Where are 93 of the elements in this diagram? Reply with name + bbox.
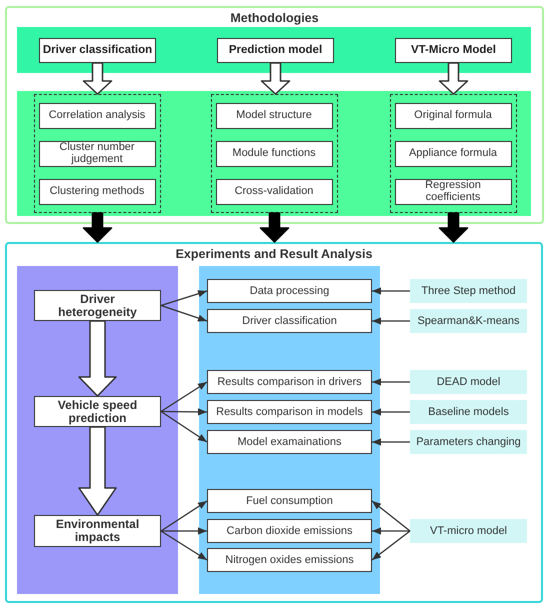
dashed-group [211, 94, 338, 213]
stage-text: Driver heterogeneity [57, 292, 138, 318]
section-title: Methodologies [230, 11, 319, 26]
method-tag [410, 370, 527, 394]
process-text: Regression coefficients [424, 180, 482, 203]
arrow [160, 290, 208, 306]
tag-text: DEAD model [436, 376, 500, 388]
hollow-arrow [260, 62, 290, 95]
result-box [207, 430, 372, 454]
arrow [372, 527, 410, 535]
tag-text: Parameters changing [416, 436, 521, 448]
process-text: Module functions [232, 148, 316, 160]
heading-text: VT-Micro Model [411, 44, 496, 57]
result-text: Fuel consumption [246, 494, 333, 508]
result-box [207, 370, 372, 394]
arrow [372, 500, 410, 532]
result-text: Results comparison in models [216, 406, 363, 418]
arrow [161, 408, 207, 416]
arrow [160, 304, 208, 322]
result-text: Data processing [250, 284, 330, 298]
process-box [38, 140, 156, 166]
result-text: Model examainations [238, 436, 342, 448]
stage-box [34, 396, 161, 427]
method-tag [410, 519, 527, 543]
process-box [38, 178, 156, 204]
hollow-arrow [82, 62, 112, 95]
arrow [372, 438, 410, 446]
process-box [216, 102, 332, 128]
arrow [160, 500, 208, 532]
heading-box [39, 38, 156, 63]
arrow [372, 408, 410, 416]
result-text: Carbon dioxide emissions [226, 524, 352, 538]
heading-text: Prediction model [228, 44, 322, 57]
process-box [394, 178, 512, 204]
result-text: Results comparison in drivers [217, 376, 362, 388]
method-tag [410, 309, 527, 333]
heading-box [395, 38, 512, 63]
result-box [207, 489, 372, 513]
section-title: Experiments and Result Analysis [176, 247, 372, 262]
result-box [207, 309, 372, 333]
block-arrow [82, 212, 112, 243]
hollow-arrow [438, 62, 468, 95]
process-box [38, 102, 156, 128]
arrow [372, 287, 410, 295]
process-text: Original formula [414, 110, 492, 122]
dashed-group [390, 94, 517, 213]
tag-text: Three Step method [421, 284, 516, 298]
background-band [17, 27, 531, 73]
hollow-arrow [78, 320, 117, 397]
result-box [207, 279, 372, 303]
dashed-group [34, 94, 161, 213]
process-text: Appliance formula [408, 148, 498, 160]
heading-text: Driver classification [42, 44, 152, 57]
arrow [160, 381, 208, 412]
section-panel [5, 242, 543, 603]
stage-box [34, 515, 161, 547]
result-text: Nitrogen oxides emissions [225, 554, 354, 566]
process-text: Cluster number judgement [58, 142, 136, 165]
method-tag [410, 279, 527, 303]
process-text: Clustering methods [50, 186, 144, 198]
method-tag [410, 430, 527, 454]
block-arrow [260, 212, 290, 243]
background-band [199, 266, 380, 594]
stage-box [34, 290, 161, 321]
process-box [216, 178, 332, 204]
background-band [17, 266, 178, 594]
process-text: Model structure [236, 110, 312, 122]
arrow [372, 378, 410, 386]
hollow-arrow [78, 426, 117, 516]
arrow [372, 530, 410, 561]
process-box [216, 140, 332, 166]
tag-text: Spearman&K-means [417, 314, 520, 328]
block-arrow [438, 212, 468, 243]
stage-text: Environmental impacts [54, 518, 140, 544]
arrow [161, 527, 207, 535]
process-text: Cross-validation [234, 186, 314, 198]
method-tag [410, 400, 527, 424]
process-box [394, 140, 512, 166]
tag-text: Baseline models [428, 406, 509, 418]
result-box [207, 548, 372, 572]
tag-text: VT-micro model [430, 524, 508, 538]
heading-box [217, 38, 334, 63]
arrow [160, 410, 208, 443]
result-box [207, 400, 372, 424]
result-box [207, 519, 372, 543]
stage-text: Vehicle speed prediction [56, 398, 138, 424]
process-text: Correlation analysis [48, 110, 146, 122]
background-band [17, 91, 531, 216]
process-box [394, 102, 512, 128]
result-text: Driver classification [242, 314, 337, 328]
arrow [372, 317, 410, 325]
section-panel [5, 6, 544, 224]
arrow [160, 530, 208, 561]
